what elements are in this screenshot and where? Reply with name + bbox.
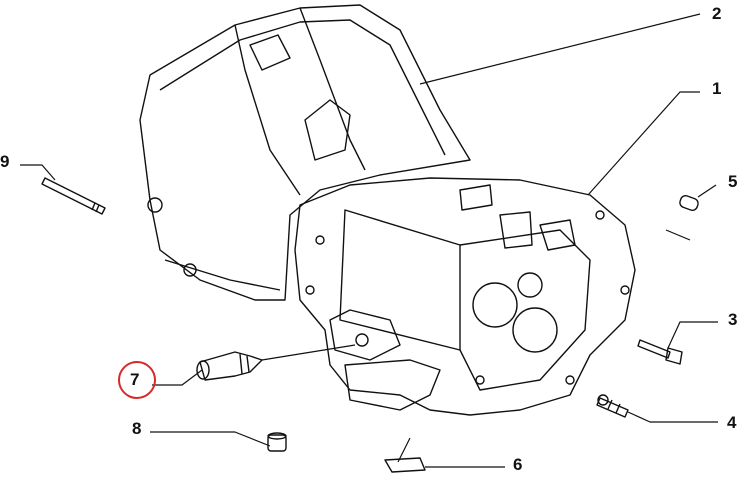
callout-1: 1 [712,79,722,98]
highlight-circle [118,361,156,399]
bolt-3 [637,339,683,365]
stud-bolt-9 [41,177,106,215]
callout-8: 8 [132,419,142,438]
callout-9: 9 [0,152,10,171]
callout-7: 7 [130,370,140,389]
sensor-7 [196,351,263,381]
callout-6: 6 [513,455,523,474]
stud-4 [596,394,629,418]
callout-2: 2 [712,4,722,23]
gasket-6 [384,457,426,473]
plug-8 [267,432,287,452]
bell-housing [139,4,471,301]
gearbox-case [294,177,636,416]
callout-4: 4 [727,413,737,432]
leader-lines [20,13,718,468]
callout-3: 3 [728,310,738,329]
callout-5: 5 [728,172,738,191]
dowel-pin-5 [679,194,699,212]
